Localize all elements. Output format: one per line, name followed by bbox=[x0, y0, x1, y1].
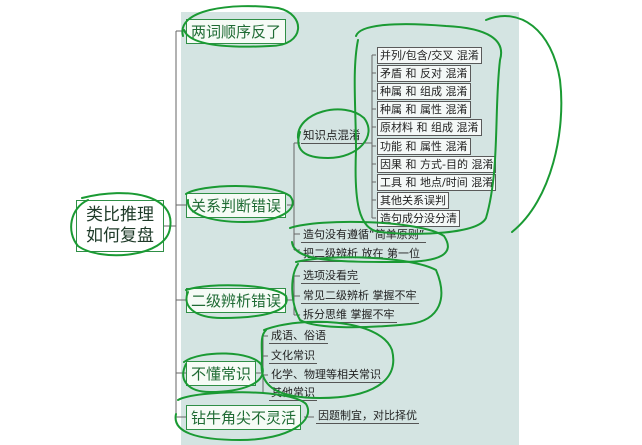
knowledge-confusion-node[interactable]: 知识点混淆 bbox=[301, 128, 363, 144]
relation-item[interactable]: 因果 和 方式-目的 混淆 bbox=[377, 156, 497, 173]
relation-item[interactable]: 原材料 和 组成 混淆 bbox=[377, 119, 482, 136]
relation-item[interactable]: 工具 和 地点/时间 混淆 bbox=[377, 174, 497, 191]
common-sense-item[interactable]: 化学、物理等相关常识 bbox=[269, 368, 383, 383]
secondary-item[interactable]: 选项没看完 bbox=[301, 269, 360, 284]
common-sense-item[interactable]: 其他常识 bbox=[269, 386, 317, 401]
relation-item[interactable]: 并列/包含/交叉 混淆 bbox=[377, 47, 482, 64]
category-relation-error[interactable]: 关系判断错误 bbox=[186, 193, 287, 218]
relation-item[interactable]: 种属 和 属性 混淆 bbox=[377, 101, 471, 118]
category-order-reversed[interactable]: 两词顺序反了 bbox=[186, 19, 287, 44]
common-sense-item[interactable]: 文化常识 bbox=[269, 349, 317, 364]
common-sense-item[interactable]: 成语、俗语 bbox=[269, 329, 328, 344]
relation-item[interactable]: 其他关系误判 bbox=[377, 192, 449, 209]
root-title-line2: 如何复盘 bbox=[86, 226, 154, 246]
root-title-line1: 类比推理 bbox=[86, 205, 154, 225]
relation-extra-item[interactable]: 造句没有遵循“简单原则” bbox=[301, 228, 427, 243]
secondary-item[interactable]: 拆分思维 掌握不牢 bbox=[301, 308, 397, 323]
secondary-item[interactable]: 常见二级辨析 掌握不牢 bbox=[301, 289, 419, 304]
relation-item[interactable]: 矛盾 和 反对 混淆 bbox=[377, 65, 471, 82]
inflexible-item[interactable]: 因题制宜，对比择优 bbox=[316, 409, 419, 424]
relation-item[interactable]: 功能 和 属性 混淆 bbox=[377, 138, 471, 155]
root-node[interactable]: 类比推理 如何复盘 bbox=[76, 200, 164, 252]
category-secondary-analysis-error[interactable]: 二级辨析错误 bbox=[186, 288, 287, 313]
category-inflexible[interactable]: 钻牛角尖不灵活 bbox=[186, 405, 302, 430]
relation-item[interactable]: 造句成分没分清 bbox=[377, 210, 460, 227]
relation-extra-item[interactable]: 把二级辨析 放在 第一位 bbox=[301, 247, 422, 262]
category-common-sense[interactable]: 不懂常识 bbox=[186, 361, 257, 386]
relation-item[interactable]: 种属 和 组成 混淆 bbox=[377, 83, 471, 100]
